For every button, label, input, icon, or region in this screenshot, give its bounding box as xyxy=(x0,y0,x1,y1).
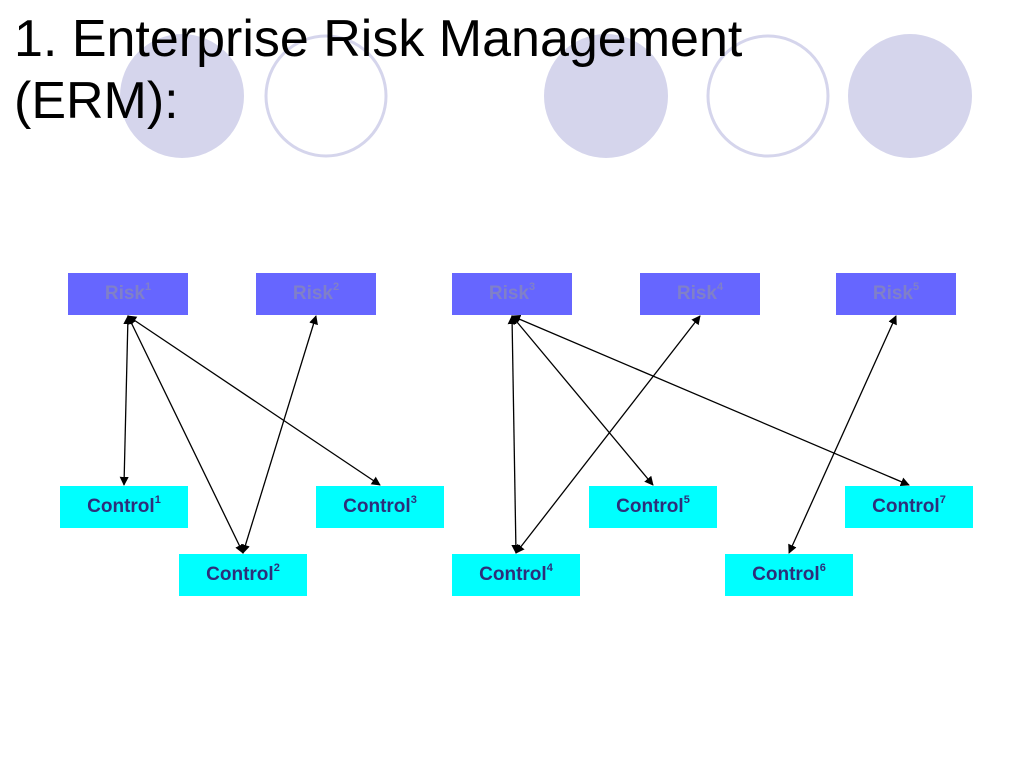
link-arrow-risk3-control7 xyxy=(511,315,910,486)
link-arrow-risk4-control4 xyxy=(515,315,701,554)
risk-label: Risk xyxy=(104,283,145,304)
control-label: Control xyxy=(872,496,940,517)
control-label: Control xyxy=(87,496,155,517)
control-superscript: 1 xyxy=(154,494,161,506)
control-superscript: 7 xyxy=(939,494,946,506)
control-superscript: 5 xyxy=(683,494,690,506)
slide-title-line-2: (ERM): xyxy=(14,72,179,130)
control-label: Control xyxy=(752,564,820,585)
control-superscript: 2 xyxy=(273,562,280,574)
decor-circle-filled xyxy=(544,34,668,158)
risk-label: Risk xyxy=(292,283,333,304)
control-label: Control xyxy=(616,496,684,517)
decor-circle-ring xyxy=(264,34,388,158)
control-label: Control xyxy=(343,496,411,517)
risk-label: Risk xyxy=(676,283,717,304)
risk-label: Risk xyxy=(872,283,913,304)
risk-label: Risk xyxy=(488,283,529,304)
risk-superscript: 4 xyxy=(717,281,724,293)
link-arrow-risk3-control5 xyxy=(511,315,654,486)
risk-superscript: 2 xyxy=(333,281,340,293)
link-arrow-risk1-control1 xyxy=(119,315,133,486)
link-arrow-risk3-control4 xyxy=(507,315,521,554)
link-arrow-risk2-control2 xyxy=(241,315,318,554)
risk-superscript: 3 xyxy=(529,281,536,293)
slide-title: 1. Enterprise Risk Management (ERM): xyxy=(14,8,742,132)
control-superscript: 6 xyxy=(819,562,826,574)
control-label: Control xyxy=(479,564,547,585)
decor-circle-ring xyxy=(706,34,830,158)
control-superscript: 3 xyxy=(410,494,417,506)
decor-circle-filled xyxy=(848,34,972,158)
risk-superscript: 1 xyxy=(145,281,152,293)
risk-superscript: 5 xyxy=(913,281,920,293)
slide-title-line-1: 1. Enterprise Risk Management xyxy=(14,10,743,68)
control-label: Control xyxy=(206,564,274,585)
link-arrow-risk1-control3 xyxy=(127,315,381,486)
link-arrow-risk5-control6 xyxy=(788,315,897,554)
decor-circle-filled xyxy=(120,34,244,158)
control-superscript: 4 xyxy=(546,562,553,574)
